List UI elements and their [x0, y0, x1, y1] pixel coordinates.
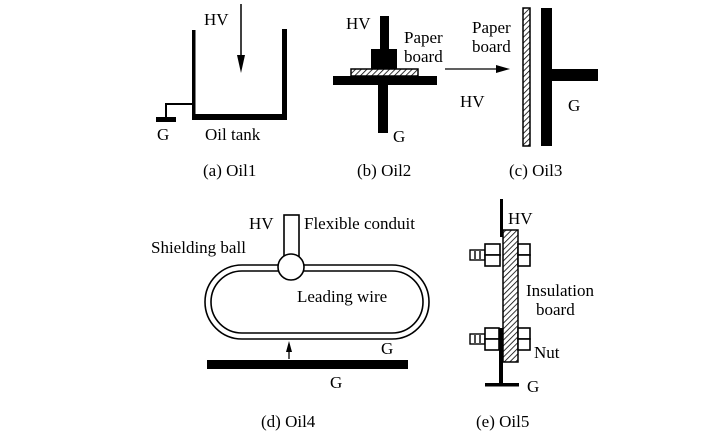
paper-board: [350, 68, 419, 77]
panel-b-oil2: HV Paper board G (b) Oil2: [333, 14, 443, 180]
ground-electrode: [541, 8, 598, 146]
connection-arrow: [445, 65, 510, 73]
insulation-board-label-line1: Insulation: [526, 281, 594, 300]
hv-rod: [500, 199, 503, 237]
ground-label: G: [157, 125, 169, 144]
hv-label: HV: [460, 92, 485, 111]
paper-board-label-line2: board: [404, 47, 443, 66]
paper-board-label-line1: Paper: [472, 18, 511, 37]
lower-bolt: [469, 327, 531, 351]
caption-a: (a) Oil1: [203, 161, 256, 180]
panel-c-oil3: Paper board HV G (c) Oil3: [460, 7, 598, 180]
oil-tank: [192, 29, 287, 120]
nut-label: Nut: [534, 343, 560, 362]
ground-label: G: [393, 127, 405, 146]
ground-connection: [156, 103, 192, 122]
hv-label: HV: [508, 209, 533, 228]
caption-b: (b) Oil2: [357, 161, 411, 180]
panel-d-oil4: HV Flexible conduit Shielding ball Leadi…: [151, 214, 430, 431]
insulation-board-label-line2: board: [536, 300, 575, 319]
paper-board-label-line2: board: [472, 37, 511, 56]
flexible-conduit-label: Flexible conduit: [304, 214, 415, 233]
caption-c: (c) Oil3: [509, 161, 562, 180]
leading-wire: [204, 264, 430, 340]
hv-electrode: [371, 16, 397, 69]
upper-bolt: [469, 243, 531, 267]
hv-label: HV: [204, 10, 229, 29]
oil-tank-label: Oil tank: [205, 125, 261, 144]
caption-d: (d) Oil4: [261, 412, 316, 431]
hv-arrow: [237, 4, 245, 73]
paper-board: [522, 7, 531, 147]
shielding-ball-label: Shielding ball: [151, 238, 246, 257]
ground-electrode: [333, 76, 437, 133]
hv-label: HV: [249, 214, 274, 233]
ground-plate-label: G: [330, 373, 342, 392]
ground-wire-label: G: [381, 339, 393, 358]
ground-plate: [207, 360, 408, 369]
panel-a-oil1: HV G Oil tank (a) Oil1: [156, 4, 287, 180]
paper-board-label-line1: Paper: [404, 28, 443, 47]
leading-wire-label: Leading wire: [297, 287, 387, 306]
ground-electrode: [485, 328, 519, 387]
gap-arrow: [286, 341, 292, 359]
insulation-board: [502, 229, 519, 363]
hv-label: HV: [346, 14, 371, 33]
caption-e: (e) Oil5: [476, 412, 529, 431]
ground-label: G: [527, 377, 539, 396]
nut: [517, 327, 531, 340]
shielding-ball: [277, 253, 305, 281]
panel-e-oil5: HV Insulation board Nut G (e) Oil5: [469, 199, 594, 431]
ground-label: G: [568, 96, 580, 115]
